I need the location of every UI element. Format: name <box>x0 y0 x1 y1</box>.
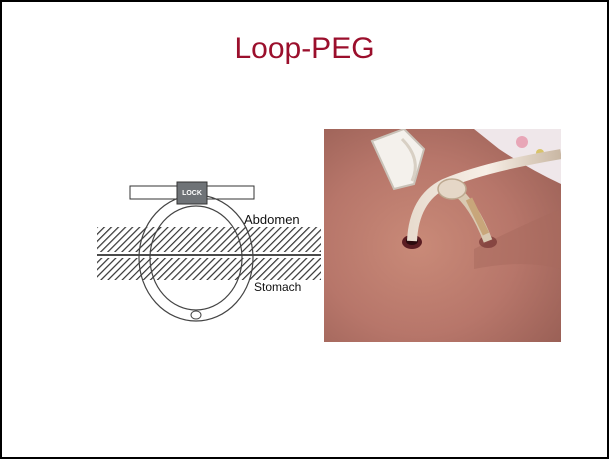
bottom-ring <box>191 311 201 319</box>
stomach-label: Stomach <box>254 280 301 294</box>
stomach-wall-layer <box>97 258 321 280</box>
loop-peg-diagram: LOCK Abdomen Stomach <box>94 180 324 330</box>
lock-label: LOCK <box>182 190 202 197</box>
abdomen-wall-layer <box>97 227 321 252</box>
loop-peg-photo <box>324 129 561 342</box>
abdomen-label: Abdomen <box>244 212 300 227</box>
slide-title: Loop-PEG <box>2 32 607 66</box>
